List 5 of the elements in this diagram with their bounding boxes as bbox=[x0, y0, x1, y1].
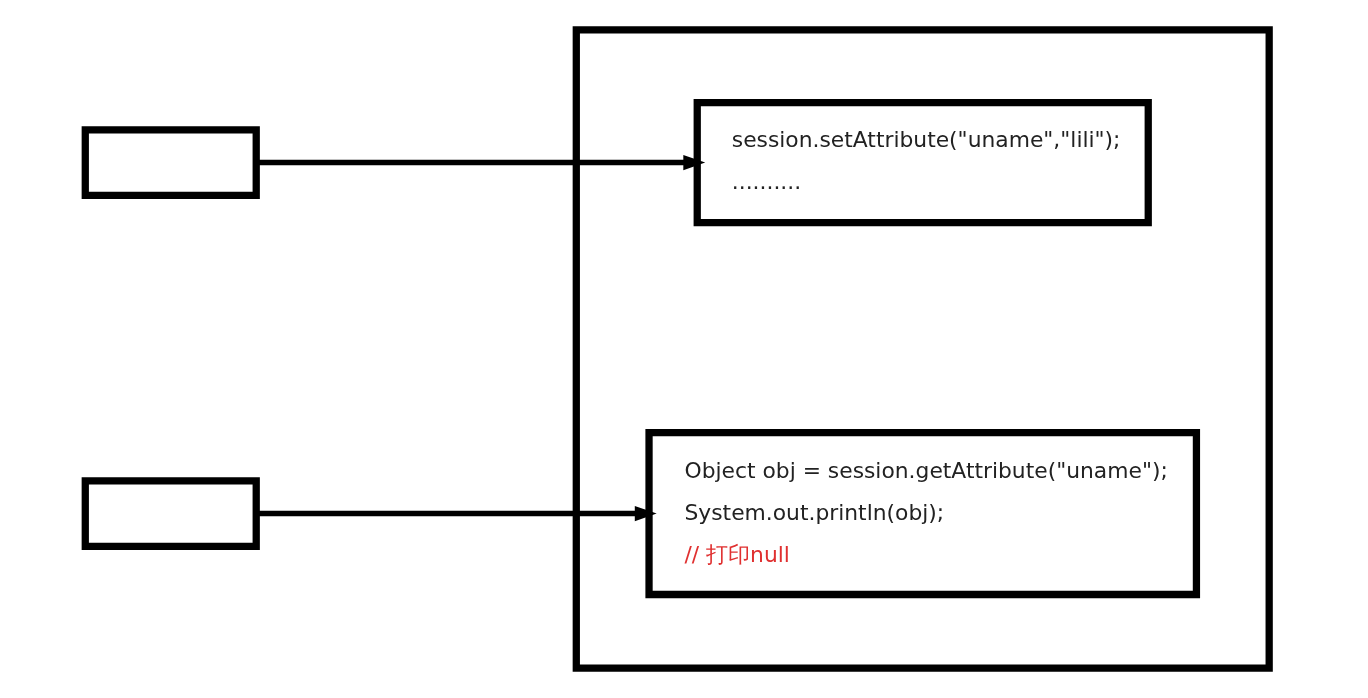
node-box bbox=[81, 126, 260, 199]
cluster bbox=[572, 26, 1273, 672]
node-box bbox=[81, 477, 260, 550]
node-box: session.setAttribute("uname","lili"); .......... bbox=[693, 98, 1152, 227]
node-box: Object obj = session.getAttribute("uname"); System.out.println(obj); // 打印null bbox=[644, 429, 1200, 599]
